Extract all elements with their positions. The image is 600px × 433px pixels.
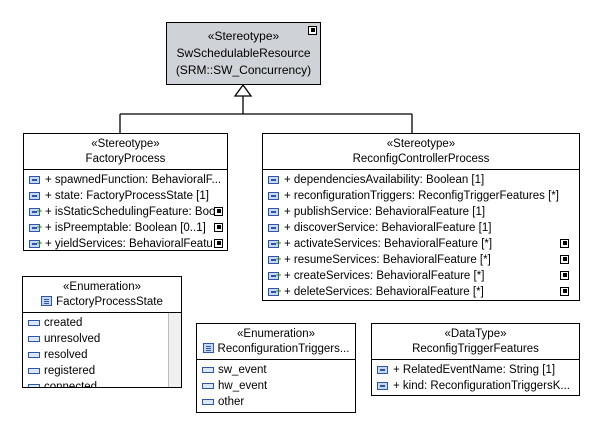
- enumeration-icon: [41, 296, 53, 306]
- stereotype-corner-icon: [560, 287, 569, 296]
- attribute-add-icon: [268, 287, 281, 296]
- stereotype-corner-icon: [560, 255, 569, 264]
- literal-row[interactable]: other: [202, 394, 351, 410]
- literal-row[interactable]: unresolved: [28, 331, 167, 347]
- stereotype-corner-icon: [308, 26, 317, 35]
- stereotype-corner-icon: [560, 239, 569, 248]
- scrollbar[interactable]: [168, 313, 181, 387]
- literal-row[interactable]: resolved: [28, 347, 167, 363]
- stereotype-corner-icon: [214, 239, 223, 248]
- attribute-icon: [29, 176, 40, 184]
- attribute-row[interactable]: + reconfigurationTriggers: ReconfigTrigg…: [268, 188, 575, 204]
- attribute-add-icon: [268, 255, 281, 264]
- attribute-add-icon: [29, 223, 42, 232]
- class-header: «Enumeration» ReconfigurationTriggers...: [197, 324, 355, 360]
- attribute-icon: [268, 192, 279, 200]
- class-factoryprocess[interactable]: «Stereotype» FactoryProcess + spawnedFun…: [23, 133, 228, 251]
- attribute-compartment: + RelatedEventName: String [1] + kind: R…: [372, 360, 579, 394]
- enum-reconfigurationtriggers[interactable]: «Enumeration» ReconfigurationTriggers...…: [196, 323, 356, 413]
- enum-factoryprocessstate[interactable]: «Enumeration» FactoryProcessState create…: [22, 276, 182, 388]
- attribute-row[interactable]: + yieldServices: BehavioralFeatu: [29, 236, 223, 250]
- literal-row[interactable]: registered: [28, 363, 167, 379]
- attribute-row[interactable]: + activateServices: BehavioralFeature [*…: [268, 236, 575, 252]
- attribute-icon: [377, 382, 388, 390]
- attribute-row[interactable]: + isPreemptable: Boolean [0..1]: [29, 220, 223, 236]
- generalization-arrowhead: [233, 83, 253, 97]
- stereotype-label: «Enumeration»: [237, 328, 315, 340]
- class-reconfigcontrollerprocess[interactable]: «Stereotype» ReconfigControllerProcess +…: [262, 133, 580, 301]
- class-name: ReconfigurationTriggers...: [217, 343, 350, 355]
- class-header: «DataType» ReconfigTriggerFeatures: [372, 324, 579, 360]
- literal-compartment: created unresolved resolved registered c…: [23, 313, 181, 387]
- class-name-row: ReconfigurationTriggers...: [197, 342, 355, 357]
- attribute-row[interactable]: + createServices: BehavioralFeature [*]: [268, 268, 575, 284]
- attribute-row[interactable]: + spawnedFunction: BehavioralF...: [29, 172, 223, 188]
- literal-row[interactable]: hw_event: [202, 378, 351, 394]
- literal-icon: [202, 383, 214, 389]
- class-name: ReconfigTriggerFeatures: [412, 343, 539, 355]
- attribute-row[interactable]: + discoverService: BehavioralFeature [1]: [268, 220, 575, 236]
- class-header: «Stereotype» SwSchedulableResource (SRM:…: [167, 23, 320, 81]
- class-swschedulableresource[interactable]: «Stereotype» SwSchedulableResource (SRM:…: [166, 22, 321, 85]
- literal-row[interactable]: created: [28, 315, 167, 331]
- literal-row[interactable]: connected: [28, 379, 167, 387]
- enumeration-icon: [202, 343, 214, 353]
- attribute-row[interactable]: + deleteServices: BehavioralFeature [*]: [268, 284, 575, 300]
- attribute-icon: [268, 176, 279, 184]
- class-header: «Enumeration» FactoryProcessState: [23, 277, 181, 313]
- literal-compartment: sw_event hw_event other: [197, 360, 355, 410]
- class-name: FactoryProcessState: [56, 296, 163, 308]
- attribute-icon: [268, 208, 279, 216]
- stereotype-label: «DataType»: [444, 328, 507, 340]
- attribute-row[interactable]: + RelatedEventName: String [1]: [377, 362, 575, 378]
- attribute-add-icon: [29, 239, 42, 248]
- attribute-add-icon: [29, 207, 42, 216]
- class-qualifier: (SRM::SW_Concurrency): [175, 63, 312, 77]
- literal-row[interactable]: sw_event: [202, 362, 351, 378]
- stereotype-corner-icon: [214, 207, 223, 216]
- attribute-add-icon: [268, 239, 281, 248]
- attribute-add-icon: [268, 271, 281, 280]
- attribute-row[interactable]: + kind: ReconfigurationTriggersK...: [377, 378, 575, 394]
- class-name-row: FactoryProcessState: [23, 295, 181, 310]
- literal-icon: [28, 368, 40, 374]
- attribute-compartment: + dependenciesAvailability: Boolean [1] …: [263, 170, 579, 300]
- stereotype-label: «Enumeration»: [63, 281, 141, 293]
- class-header: «Stereotype» ReconfigControllerProcess: [263, 134, 579, 170]
- class-name: FactoryProcess: [85, 153, 166, 165]
- attribute-row[interactable]: + resumeServices: BehavioralFeature [*]: [268, 252, 575, 268]
- literal-icon: [28, 320, 40, 326]
- literal-icon: [28, 336, 40, 342]
- stereotype-corner-icon: [214, 223, 223, 232]
- class-name: SwSchedulableResource: [176, 46, 311, 60]
- literal-icon: [202, 367, 214, 373]
- stereotype-label: «Stereotype»: [207, 29, 280, 43]
- literal-icon: [28, 352, 40, 358]
- attribute-row[interactable]: + isStaticSchedulingFeature: Boo: [29, 204, 223, 220]
- literal-icon: [28, 384, 40, 387]
- attribute-icon: [377, 366, 388, 374]
- attribute-row[interactable]: + state: FactoryProcessState [1]: [29, 188, 223, 204]
- attribute-icon: [268, 224, 279, 232]
- stereotype-label: «Stereotype»: [386, 138, 456, 150]
- stereotype-label: «Stereotype»: [91, 138, 160, 150]
- attribute-row[interactable]: + dependenciesAvailability: Boolean [1]: [268, 172, 575, 188]
- attribute-row[interactable]: + publishService: BehavioralFeature [1]: [268, 204, 575, 220]
- literal-icon: [202, 399, 214, 405]
- class-name: ReconfigControllerProcess: [352, 153, 490, 165]
- datatype-reconfigtriggerfeatures[interactable]: «DataType» ReconfigTriggerFeatures + Rel…: [371, 323, 580, 396]
- attribute-icon: [29, 192, 40, 200]
- stereotype-corner-icon: [560, 271, 569, 280]
- class-header: «Stereotype» FactoryProcess: [24, 134, 227, 170]
- attribute-compartment: + spawnedFunction: BehavioralF... + stat…: [24, 170, 227, 250]
